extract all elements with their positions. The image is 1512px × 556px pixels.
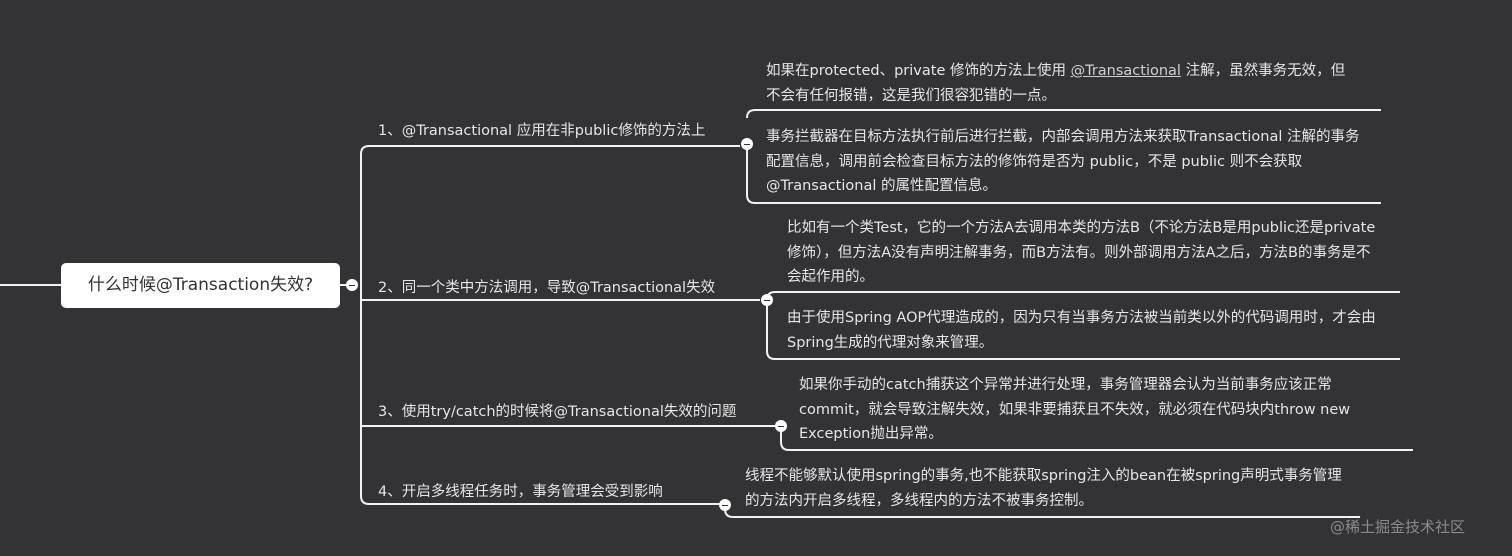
branch-4-collapse-icon[interactable] — [719, 499, 731, 511]
root-collapse-icon[interactable] — [346, 279, 358, 291]
branch-2-detail-1[interactable]: 比如有一个类Test，它的一个方法A去调用本类的方法B（不论方法B是用publi… — [787, 220, 1376, 285]
branch-3-label[interactable]: 3、使用try/catch的时候将@Transactional失效的问题 — [378, 404, 737, 420]
branch-4-label[interactable]: 4、开启多线程任务时，事务管理会受到影响 — [378, 484, 663, 500]
branch-1-detail-1[interactable]: 如果在protected、private 修饰的方法上使用 @Transacti… — [766, 59, 1351, 108]
branch-1-detail-2[interactable]: 事务拦截器在目标方法执行前后进行拦截，内部会调用方法来获取Transaction… — [766, 129, 1360, 194]
branch-1-collapse-icon[interactable] — [741, 138, 753, 150]
branch-2-collapse-icon[interactable] — [761, 294, 773, 306]
detail-text: 注解，虽然事务无效，但不会有任何报错，这是我们很容犯错的一点。 — [766, 63, 1346, 104]
branch-4-detail-1[interactable]: 线程不能够默认使用spring的事务,也不能获取spring注入的bean在被s… — [745, 468, 1342, 509]
branch-3-collapse-icon[interactable] — [775, 420, 787, 432]
branch-2-label[interactable]: 2、同一个类中方法调用，导致@Transactional失效 — [378, 280, 716, 296]
branch-3-detail-1[interactable]: 如果你手动的catch捕获这个异常并进行处理，事务管理器会认为当前事务应该正常c… — [799, 377, 1351, 442]
transactional-link[interactable]: @Transactional — [1070, 63, 1181, 79]
watermark: @稀土掘金技术社区 — [1330, 518, 1466, 536]
detail-text: 如果在protected、private 修饰的方法上使用 — [766, 63, 1071, 79]
branch-1-label[interactable]: 1、@Transactional 应用在非public修饰的方法上 — [378, 123, 706, 139]
root-topic[interactable]: 什么时候@Transaction失效? — [61, 263, 340, 308]
branch-2-detail-2[interactable]: 由于使用Spring AOP代理造成的，因为只有当事务方法被当前类以外的代码调用… — [787, 310, 1376, 351]
